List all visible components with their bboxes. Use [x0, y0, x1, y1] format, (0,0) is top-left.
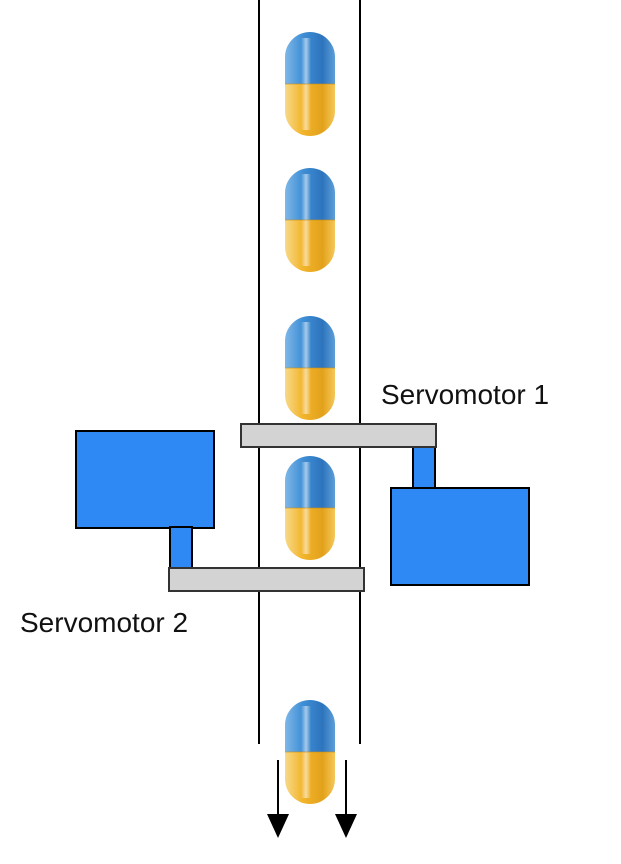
capsule-icon: [285, 456, 335, 560]
servomotor-1-label: Servomotor 1: [381, 379, 549, 410]
servomotor-1-shaft: [412, 446, 436, 490]
servomotor-2-label: Servomotor 2: [20, 607, 188, 638]
arrow-down-icon: [267, 760, 289, 838]
servomotor-2-shaft: [169, 526, 193, 570]
servomotor-1-body: [390, 487, 530, 586]
capsule-icon: [285, 32, 335, 136]
capsule-icon: [285, 168, 335, 272]
capsule-icon: [285, 316, 335, 420]
arrow-down-icon: [335, 760, 357, 838]
servomotor-2-body: [75, 430, 215, 529]
capsule-icon: [285, 700, 335, 804]
servomotor-2-gate: [168, 567, 365, 592]
servomotor-1-gate: [240, 423, 437, 448]
